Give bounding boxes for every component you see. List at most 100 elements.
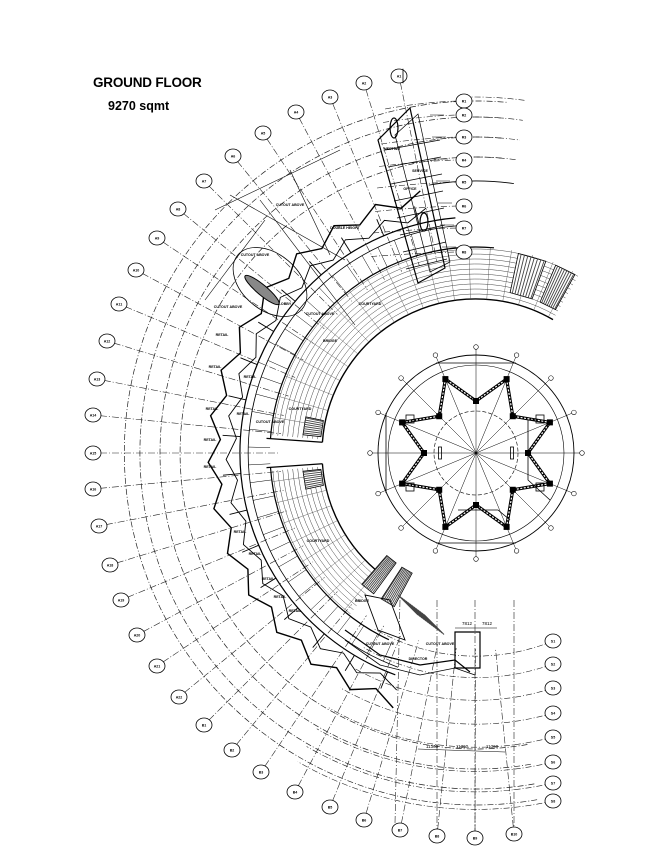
pavilion-grid-marker xyxy=(432,352,439,358)
grid-arc xyxy=(179,156,528,750)
pavilion-interior-wall xyxy=(458,509,511,521)
grid-bubble xyxy=(544,729,562,745)
grid-line-right-top xyxy=(380,136,458,145)
grid-bubble xyxy=(455,174,473,190)
room-partition xyxy=(281,289,296,302)
grid-bubble xyxy=(110,296,128,312)
radial-grid-line xyxy=(142,273,304,361)
room-label: COURTYARD xyxy=(359,302,382,306)
grid-bubble-label: S4 xyxy=(551,711,555,715)
grid-bubble-label: B4 xyxy=(293,790,298,794)
service-partition xyxy=(310,594,327,611)
grid-bubbles: R1R2R3R4R5R6R7R8S1S2S3S4S5S6S7S8A1A2A3A4… xyxy=(84,68,562,846)
grid-bubble-label: A8 xyxy=(176,207,181,211)
stair-block-north-hatch xyxy=(552,272,572,309)
pavilion-radial xyxy=(475,356,517,454)
grid-bubble xyxy=(90,518,108,534)
grid-bubble xyxy=(254,125,272,141)
stair-block-north-hatch xyxy=(546,269,566,306)
ramp-block-hatch xyxy=(304,421,323,426)
terrace-radial xyxy=(305,337,349,368)
pavilion-radial xyxy=(379,412,477,454)
opening-edge xyxy=(266,437,323,443)
dimension-line xyxy=(417,748,506,753)
grid-bubble xyxy=(355,812,373,828)
room-partition xyxy=(229,509,248,515)
pavilion-star-wall-pattern xyxy=(401,378,551,528)
grid-line-right-bottom xyxy=(374,628,554,657)
grid-bubble xyxy=(544,633,562,649)
grid-bubble-label: A12 xyxy=(104,339,111,343)
room-partition xyxy=(222,473,241,476)
stair-block-south-hatch xyxy=(383,567,405,601)
roof-diagonal xyxy=(259,199,356,326)
room-label: RETAIL xyxy=(262,577,276,581)
grid-bubble xyxy=(455,152,473,168)
terrace-step xyxy=(292,468,363,599)
room-partition xyxy=(222,434,241,437)
stair-block-north-hatch xyxy=(522,257,535,296)
radial-grid-line xyxy=(236,604,352,745)
service-partition xyxy=(383,641,393,662)
grid-bubble xyxy=(466,830,484,846)
ramp-block-hatch xyxy=(303,473,322,478)
grid-bubble-label: B6 xyxy=(362,818,367,822)
roof-diagonal xyxy=(214,149,341,211)
service-partition xyxy=(260,376,282,385)
grid-bubble-label: R6 xyxy=(462,204,467,208)
service-partition xyxy=(251,411,274,416)
meeting-table xyxy=(419,212,429,232)
radial-grid-line xyxy=(99,415,281,434)
stair-block-south-hatch xyxy=(363,556,389,587)
pavilion-grid-marker xyxy=(513,548,520,554)
terrace-step xyxy=(307,283,561,439)
octagonal-pavilion xyxy=(367,344,585,562)
ramp-block-hatch xyxy=(303,475,322,480)
service-partition xyxy=(361,255,374,275)
terrace-radial xyxy=(425,253,439,304)
service-partition xyxy=(337,616,351,635)
radial-grid-line xyxy=(184,577,325,693)
grid-bubble-label: A7 xyxy=(202,179,207,183)
grid-bubble-label: B8 xyxy=(435,834,440,838)
room-label: CUTOUT ABOVE xyxy=(306,312,335,316)
terrace-radial xyxy=(277,396,329,411)
radial-grid-line xyxy=(332,103,402,272)
radial-grid-line xyxy=(162,561,314,663)
service-partition xyxy=(278,555,298,568)
grid-bubble-label: A20 xyxy=(134,633,141,637)
service-partition xyxy=(351,625,365,645)
grid-bubble-label: S7 xyxy=(551,781,555,785)
grid-line-right-bottom xyxy=(297,761,554,810)
service-partition xyxy=(411,234,418,256)
grid-bubble-label: R2 xyxy=(462,113,467,117)
structural-grid xyxy=(99,82,554,832)
radial-grid-line xyxy=(299,118,385,280)
grid-bubble-label: B2 xyxy=(230,748,235,752)
grid-bubble-label: R5 xyxy=(462,180,467,184)
service-partition xyxy=(248,446,271,448)
grid-bubble xyxy=(84,445,102,461)
service-partition xyxy=(294,314,313,328)
service-partition xyxy=(249,479,272,484)
room-label: COURTYARD xyxy=(289,407,312,411)
pavilion-grid-marker xyxy=(548,375,554,381)
grid-bubble-label: A5 xyxy=(261,131,266,135)
grid-bubble xyxy=(391,822,409,838)
pavilion-radial xyxy=(435,452,477,550)
room-partition xyxy=(309,261,322,276)
pavilion-column xyxy=(546,419,553,426)
room-label: DOUBLE HEIGHT xyxy=(330,226,361,230)
stair-block-south-hatch xyxy=(362,555,388,586)
room-partition xyxy=(380,671,389,689)
ramp-block-hatch xyxy=(304,423,323,428)
grid-line-vertical xyxy=(394,599,401,824)
stair-block-south-hatch xyxy=(390,571,411,606)
grid-bubble xyxy=(544,793,562,809)
stair-block-north-hatch xyxy=(514,254,525,294)
terrace-radial xyxy=(327,559,366,597)
stair-block-north-hatch xyxy=(541,265,559,303)
